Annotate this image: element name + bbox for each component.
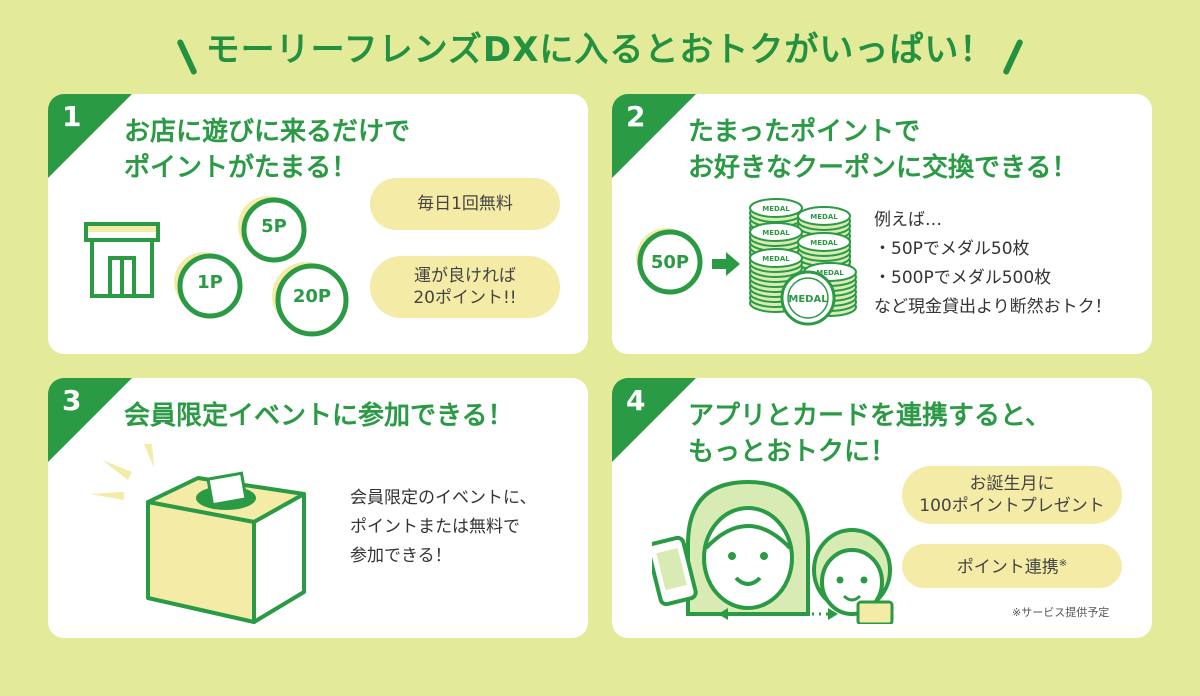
coin-20p-label: 20P	[292, 286, 332, 307]
pill-text: ポイント連携	[956, 557, 1059, 578]
card-corner	[612, 94, 696, 178]
example-line: ・50Pでメダル50枚	[874, 239, 1030, 259]
description-line: ポイントまたは無料で	[350, 517, 520, 537]
card-corner	[48, 378, 132, 462]
medal-label: MEDAL	[762, 205, 790, 213]
benefit-card-1: 1 お店に遊びに来るだけで ポイントがたまる！ 5P 1P 20P 毎日1回無料…	[48, 94, 588, 354]
lottery-box-icon	[90, 444, 306, 624]
birthday-points-pill: お誕生月に 100ポイントプレゼント	[902, 466, 1122, 524]
family-illustration	[652, 479, 894, 624]
card-title: アプリとカードを連携すると、 もっとおトクに！	[688, 398, 1051, 470]
slash-right-decoration	[1002, 38, 1025, 75]
description-line: 参加できる！	[350, 546, 452, 566]
card-title: たまったポイントで お好きなクーポンに交換できる！	[688, 114, 1077, 186]
pill-text: 毎日1回無料	[417, 194, 513, 214]
card-title-line1: お店に遊びに来るだけで	[124, 117, 411, 147]
coin-5p	[238, 196, 307, 263]
coin-20p	[272, 262, 349, 337]
card-title: お店に遊びに来るだけで ポイントがたまる！	[124, 114, 410, 186]
coin-50p-icon	[636, 228, 703, 295]
pill-text-line1: お誕生月に	[969, 474, 1055, 494]
event-description: 会員限定のイベントに、 ポイントまたは無料で 参加できる！	[350, 484, 537, 571]
example-line: ・500Pでメダル500枚	[874, 268, 1052, 288]
pill-text-line2: 20ポイント!!	[413, 288, 517, 308]
coins-illustration	[174, 196, 349, 337]
slash-left-decoration	[175, 38, 198, 75]
card-title-line2: お好きなクーポンに交換できる！	[688, 153, 1078, 183]
benefit-card-3: 3 会員限定イベントに参加できる！ 会員限定のイベントに、 ポイントまたは無料で…	[48, 378, 588, 638]
arrow-right-icon	[712, 252, 740, 276]
example-line: など現金貸出より断然おトク！	[874, 297, 1112, 317]
medal-label: MEDAL	[762, 229, 790, 237]
card-title-line2: ポイントがたまる！	[124, 153, 358, 183]
card-number: 3	[62, 384, 82, 417]
card-number: 2	[626, 100, 646, 133]
card-title-line1: たまったポイントで	[688, 117, 921, 147]
card-number: 1	[62, 100, 82, 133]
shop-icon	[84, 222, 160, 298]
card-corner	[612, 378, 696, 462]
card-corner	[48, 94, 132, 178]
service-note: ※サービス提供予定	[1012, 606, 1110, 619]
pill-text-line1: 運が良ければ	[414, 266, 516, 286]
description-line: 会員限定のイベントに、	[350, 488, 537, 508]
example-line: 例えば…	[874, 210, 942, 230]
lucky-points-pill: 運が良ければ 20ポイント!!	[370, 256, 560, 318]
pill-text-line2: 100ポイントプレゼント	[919, 496, 1105, 516]
benefit-card-4: 4 アプリとカードを連携すると、 もっとおトクに！ お誕生月に 100ポイントプ…	[612, 378, 1152, 638]
coin-1p-label: 1P	[197, 272, 223, 293]
medal-label: MEDAL	[762, 255, 790, 263]
coin-5p-label: 5P	[261, 216, 287, 237]
card-number: 4	[626, 384, 646, 417]
point-link-pill: ポイント連携※	[902, 544, 1122, 588]
page-title: モーリーフレンズDXに入るとおトクがいっぱい！	[205, 30, 995, 70]
header: モーリーフレンズDXに入るとおトクがいっぱい！	[0, 22, 1200, 76]
medal-label: MEDAL	[810, 213, 838, 221]
card-title: 会員限定イベントに参加できる！	[124, 398, 513, 434]
coin-1p	[174, 252, 243, 319]
medal-stack-illustration: MEDAL MEDAL MEDAL MEDAL MEDAL MEDAL MEDAL	[749, 198, 857, 326]
medal-label: MEDAL	[816, 269, 844, 277]
card-title-line2: もっとおトクに！	[688, 437, 897, 467]
medal-label: MEDAL	[810, 239, 838, 247]
card-title-line1: 会員限定イベントに参加できる！	[124, 401, 514, 431]
medal-coin-front: MEDAL	[780, 270, 836, 326]
medal-label: MEDAL	[788, 294, 828, 305]
footnote-mark: ※	[1058, 558, 1068, 570]
pill-text-group: ポイント連携※	[957, 553, 1067, 579]
daily-free-pill: 毎日1回無料	[370, 178, 560, 230]
card-title-line1: アプリとカードを連携すると、	[688, 401, 1051, 431]
coin-50p-label: 50P	[650, 252, 690, 273]
exchange-examples: 例えば… ・50Pでメダル50枚 ・500Pでメダル500枚 など現金貸出より断…	[874, 206, 1112, 322]
